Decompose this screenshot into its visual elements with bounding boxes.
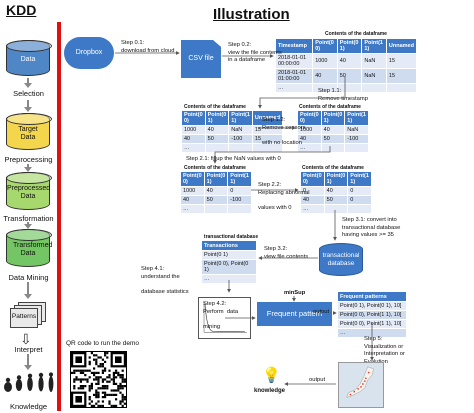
- minsup-label: minSup: [284, 290, 306, 296]
- step-3-2: Step 3.2: view file contents: [264, 246, 309, 260]
- qr-caption: QR code to run the demo: [66, 340, 139, 347]
- step-5: Step 5: Visualization or Interpretation …: [364, 336, 405, 365]
- data-cylinder: Data: [6, 40, 52, 76]
- table-cell: [323, 204, 349, 214]
- step-4-2: Step 4.2: Perform data mining: [203, 301, 239, 330]
- interpret-label: Interpret: [14, 345, 43, 354]
- table-row: …: [274, 83, 418, 93]
- csv-file-icon: CSV file: [181, 40, 221, 78]
- column-header: Point(0 0): [300, 171, 325, 187]
- arrow-down-icon: [24, 222, 32, 229]
- preprocessed-data-cylinder: Preprocessed Data: [6, 172, 52, 210]
- knowledge-kdd-label: Knowledge: [9, 402, 48, 411]
- lightbulb-icon: 💡: [262, 367, 281, 384]
- step-2-1: Step 2.1: fillup the NaN values with 0: [186, 156, 281, 162]
- table-cell: [385, 83, 418, 93]
- table-cell: 15: [385, 68, 418, 84]
- arrow-down-icon: [24, 282, 32, 299]
- column-header: Point(1 1): [228, 110, 253, 126]
- step-1-1: Step 1.1: Remove timestamp: [318, 88, 368, 102]
- table-header-row: Point(0 0)Point(0 1)Point(1 1): [180, 171, 252, 187]
- table-row: …: [300, 204, 372, 214]
- table-row: …: [181, 143, 283, 153]
- table-header-row: Point(0 0)Point(0 1)Point(1 1)Unnamed: [181, 110, 283, 126]
- interpret-arrow-icon: ⇩: [20, 331, 32, 347]
- column-header: Point(0 1): [204, 110, 230, 126]
- table-header-row: Point(0 0)Point(0 1)Point(1 1): [300, 171, 372, 187]
- table-row: …: [180, 204, 252, 214]
- table-row: Point(0 0), Point(0 1): [201, 259, 257, 275]
- table1-caption: Contents of the dataframe: [325, 31, 387, 37]
- step-4-1: Step 4.1: understand the database statis…: [141, 266, 189, 295]
- column-header: Point(1 1): [227, 171, 252, 187]
- table-cell: [320, 143, 346, 153]
- target-data-cylinder: Target Data: [6, 113, 52, 150]
- table4-caption: Contents of the dataframe: [184, 165, 246, 171]
- step-0-1: Step 0.1: download from cloud: [121, 40, 175, 54]
- output-label-2: output: [309, 377, 326, 383]
- column-header: Point(1 1): [361, 38, 387, 54]
- step-0-2: Step 0.2: view the file contents in a da…: [228, 42, 282, 63]
- target-data-label: Target Data: [18, 126, 38, 141]
- arrow-down-icon: [24, 100, 32, 112]
- illustration-title: Illustration: [213, 6, 290, 23]
- table-cell: …: [274, 83, 314, 93]
- transformed-data-cylinder: Transformed Data: [6, 229, 53, 267]
- preprocessed-data-label: Preprocessed Data: [7, 185, 51, 200]
- patterns-label: Patterns: [11, 313, 37, 320]
- arrow-down-icon: [24, 164, 32, 172]
- step-2-2: Step 2.2: Replacing abnormal values with…: [258, 182, 310, 211]
- table-cell: [344, 143, 369, 153]
- japan-map-visualization: [338, 362, 384, 408]
- patterns-stack: Patterns: [10, 302, 46, 328]
- dropbox-cloud: Dropbox: [64, 37, 114, 69]
- selection-label: Selection: [13, 89, 44, 98]
- arrow-down-icon: [24, 78, 32, 88]
- transactional-database-cylinder: transactional database: [319, 243, 363, 276]
- transformed-data-label: Transformed Data: [13, 242, 53, 257]
- frequent-pattern-mining-box: Frequent pattern mining: [257, 302, 332, 342]
- evolution-icon: [4, 372, 54, 392]
- table-cell: [227, 204, 252, 214]
- table-cell: Point(0 0), Point(0 1): [201, 259, 257, 275]
- table5-caption: Contents of the dataframe: [302, 165, 364, 171]
- step-3-1: Step 3.1: convert into transactional dat…: [342, 217, 401, 238]
- output-label-1: output: [313, 309, 330, 315]
- column-header: Point(0 0): [312, 38, 338, 54]
- transformation-label: Transformation: [3, 214, 54, 223]
- knowledge-label: knowledge: [254, 388, 286, 394]
- column-header: Point(0 1): [203, 171, 229, 187]
- arrow-down-icon: [24, 354, 32, 370]
- column-header: Point(0 0): [297, 110, 322, 126]
- column-header: Point(0 1): [323, 171, 349, 187]
- red-divider: [57, 22, 61, 411]
- table-cell: …: [300, 204, 325, 214]
- data-mining-label: Data Mining: [8, 273, 49, 282]
- table-cell: 2018-01-01 01:00:00: [274, 68, 314, 84]
- kdd-title: KDD: [6, 2, 37, 18]
- column-header: Point(1 1): [347, 171, 372, 187]
- column-header: Point(0 0): [180, 171, 205, 187]
- preprocessing-label: Preprocessing: [4, 155, 53, 164]
- table6-caption: transactional database: [203, 234, 259, 240]
- qr-code[interactable]: [70, 351, 127, 408]
- table2-caption: Contents of the dataframe: [184, 104, 246, 110]
- table-cell: [347, 204, 372, 214]
- table-header-row: Point(0 0)Point(0 1)Point(1 1): [297, 110, 369, 126]
- data-label: Data: [20, 56, 36, 63]
- table-row: …: [297, 143, 369, 153]
- table3-caption: Contents of the dataframe: [299, 104, 361, 110]
